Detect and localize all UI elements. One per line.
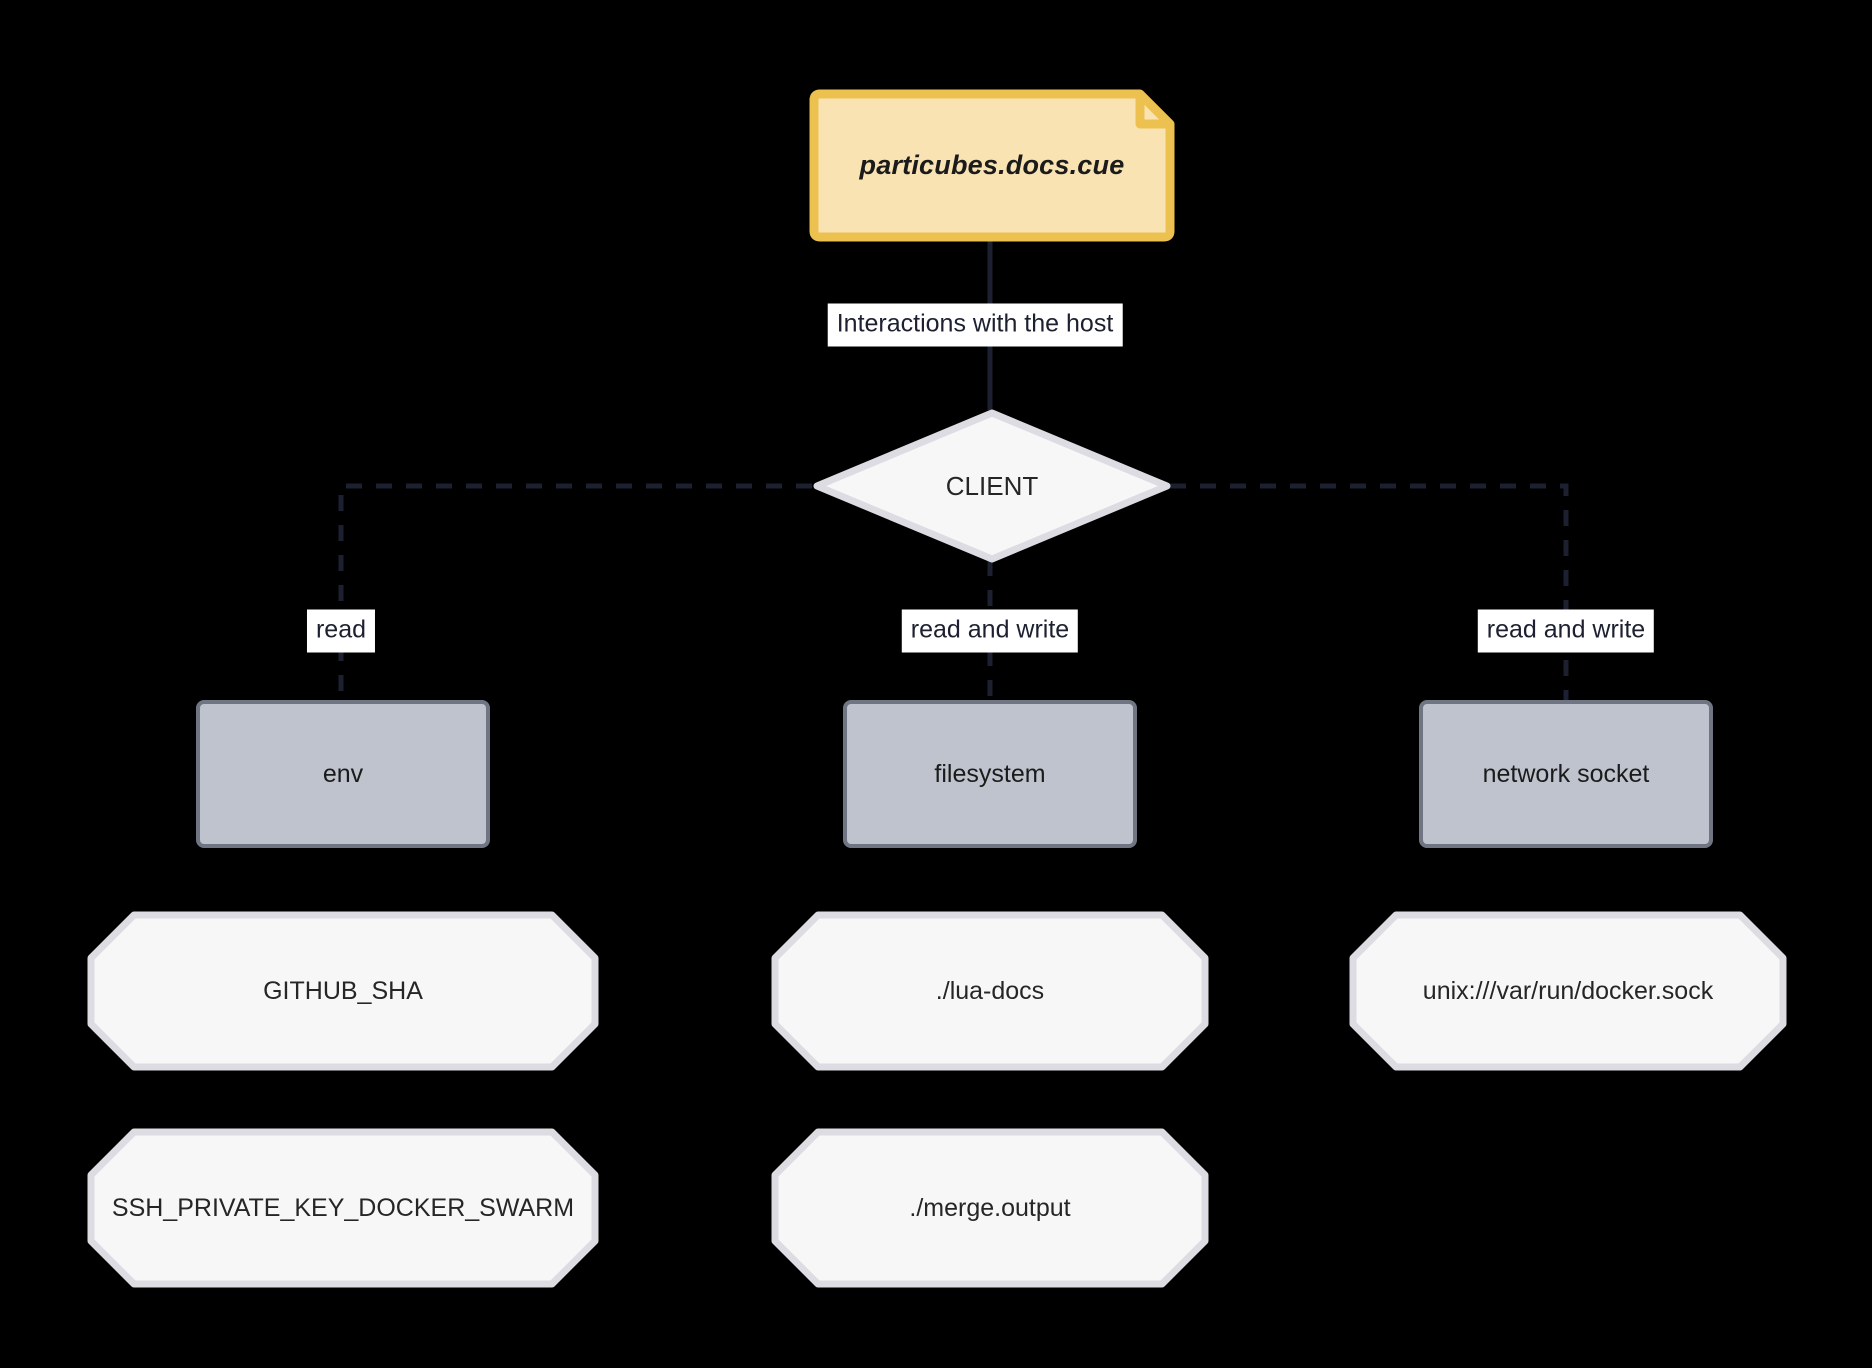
octagon-shape [87, 1128, 599, 1288]
edge-label-read: read [306, 609, 376, 653]
octagon-shape [771, 911, 1209, 1071]
octagon-shape [1349, 911, 1787, 1071]
node-client[interactable]: CLIENT [812, 408, 1172, 564]
edge-label-interactions-with-the-host: Interactions with the host [827, 303, 1123, 347]
node-filesystem[interactable]: filesystem [843, 700, 1137, 848]
node-lua-docs[interactable]: ./lua-docs [770, 910, 1210, 1072]
octagon-shape [771, 1128, 1209, 1288]
octagon-label: unix:///var/run/docker.sock [1422, 976, 1714, 1005]
note-shape [809, 89, 1175, 242]
node-particubes-docs-cue[interactable]: particubes.docs.cue [808, 88, 1176, 243]
edge-label-read-and-write-filesystem: read and write [901, 609, 1079, 653]
node-network-socket[interactable]: network socket [1419, 700, 1713, 848]
octagon-label: SSH_PRIVATE_KEY_DOCKER_SWARM [111, 1193, 575, 1222]
node-merge-output[interactable]: ./merge.output [770, 1127, 1210, 1289]
octagon-shape [87, 911, 599, 1071]
note-label: particubes.docs.cue [859, 150, 1125, 180]
box-label: filesystem [934, 759, 1046, 788]
node-docker-sock[interactable]: unix:///var/run/docker.sock [1348, 910, 1788, 1072]
node-ssh-private-key-docker-swarm[interactable]: SSH_PRIVATE_KEY_DOCKER_SWARM [86, 1127, 600, 1289]
octagon-label: ./merge.output [909, 1193, 1071, 1222]
edge-client-to-env [338, 483, 812, 700]
node-github-sha[interactable]: GITHUB_SHA [86, 910, 600, 1072]
diamond-shape [813, 409, 1171, 563]
edge-label-read-and-write-network: read and write [1477, 609, 1655, 653]
box-label: network socket [1482, 759, 1650, 788]
box-label: env [322, 759, 364, 788]
diamond-label: CLIENT [945, 470, 1039, 501]
octagon-label: GITHUB_SHA [263, 976, 423, 1005]
node-env[interactable]: env [196, 700, 490, 848]
edge-client-to-network [1170, 483, 1569, 700]
octagon-label: ./lua-docs [935, 976, 1045, 1005]
